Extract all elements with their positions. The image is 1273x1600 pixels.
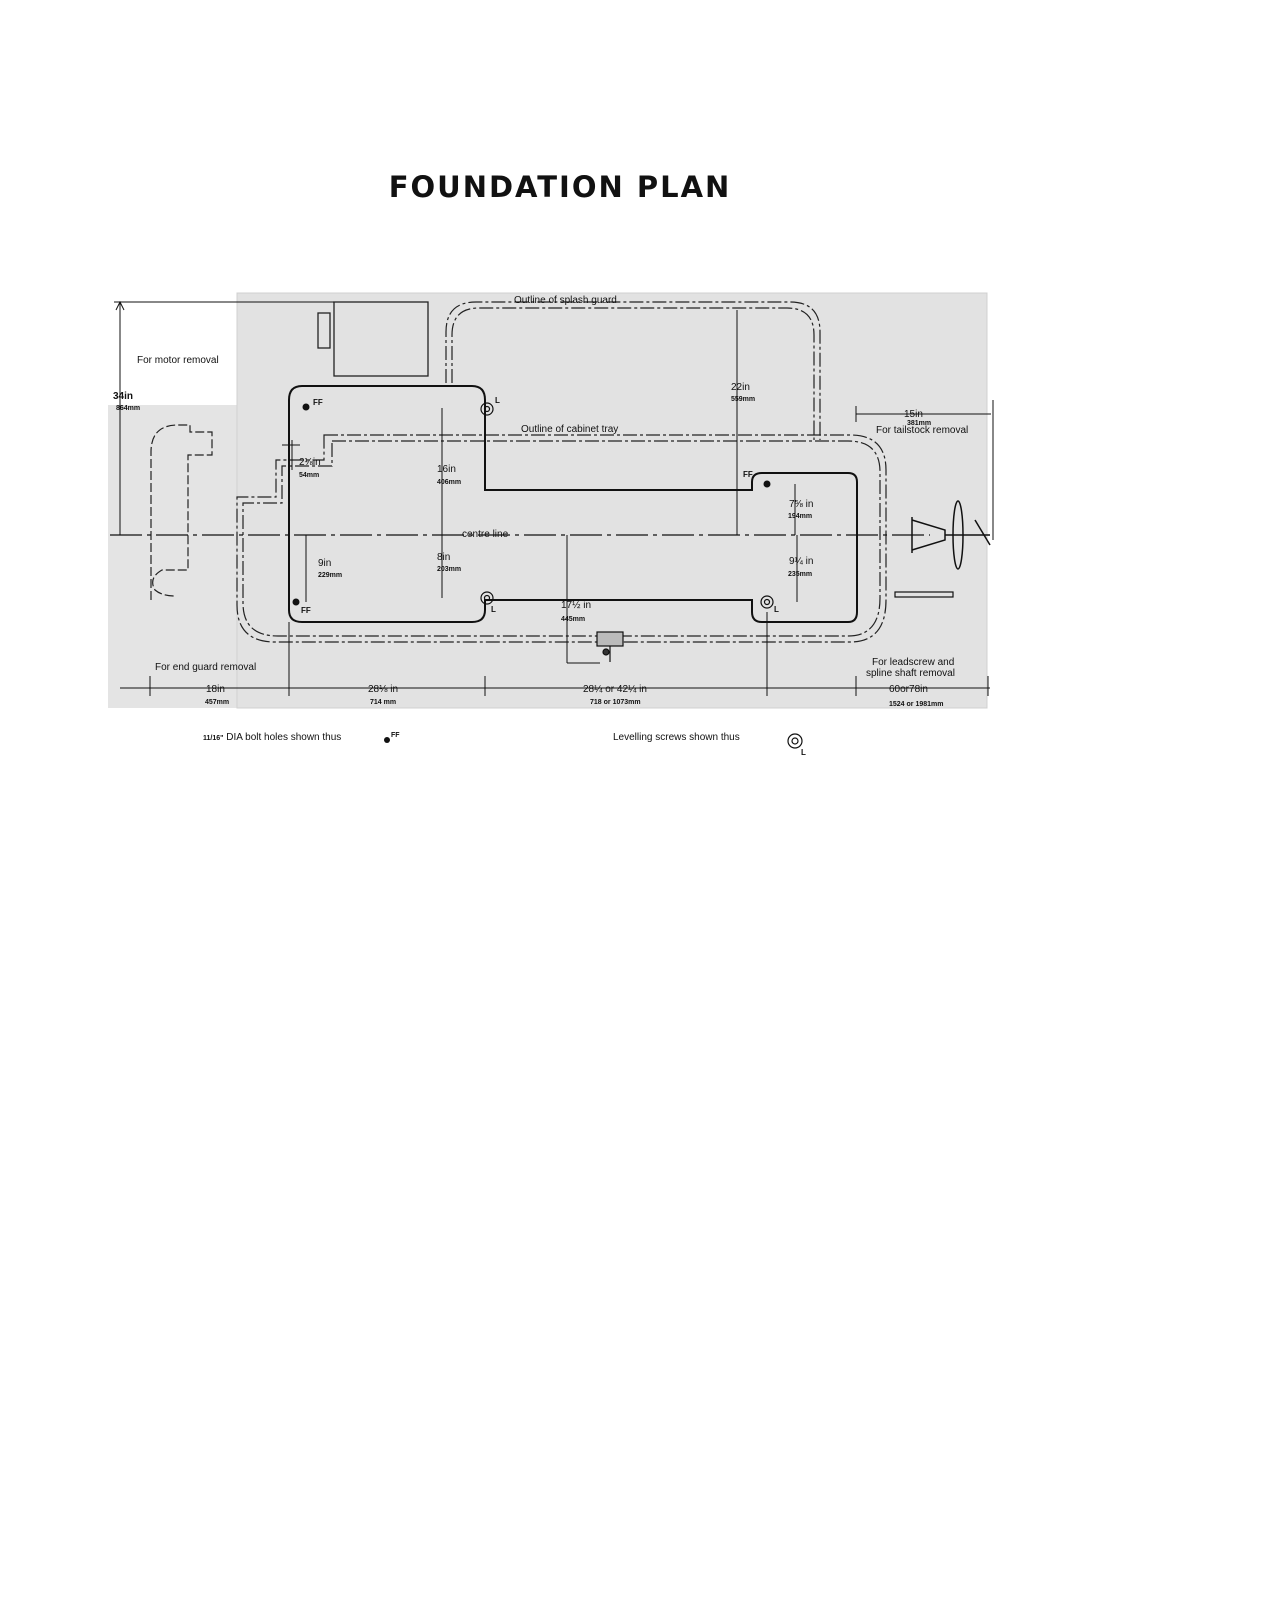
end-guard-outline: [150, 424, 213, 600]
dim-8-imperial: 8in: [437, 552, 450, 563]
ff-marker: FF: [313, 398, 323, 407]
dim-9b-metric: 235mm: [788, 571, 812, 578]
background-border: [236, 292, 988, 709]
dim-28b-metric: 718 or 1073mm: [590, 699, 641, 706]
dim-60-metric: 1524 or 1981mm: [889, 701, 943, 708]
dimension-lines: [114, 300, 991, 696]
ff-marker: FF: [301, 606, 311, 615]
coolant-pump-icon: [596, 631, 624, 662]
legend-l-marker: L: [801, 748, 806, 757]
page-title: FOUNDATION PLAN: [388, 170, 732, 204]
leadscrew-label-1: For leadscrew and: [872, 657, 954, 668]
legend-ff-marker: FF: [391, 732, 400, 739]
handwheel-icon: [911, 500, 991, 570]
dim-9b-imperial: 9¼ in: [789, 555, 813, 567]
foundation-plan-diagram: FF FF FF L L L: [108, 292, 994, 757]
dim-17-imperial: 17½ in: [561, 600, 591, 611]
background-page-left: [108, 405, 238, 708]
bolt-holes: [292, 403, 771, 606]
dim-16-imperial: 16in: [437, 464, 456, 475]
motor-outline: [333, 301, 429, 377]
dim-22-imperial: 22in: [731, 382, 750, 393]
bolt-hole-legend: 11/16" DIA bolt holes shown thus: [203, 732, 341, 743]
l-marker: L: [774, 605, 779, 614]
dim-22-metric: 559mm: [731, 396, 755, 403]
dim-7-metric: 194mm: [788, 513, 812, 520]
machine-footprint: [288, 385, 858, 623]
motor-removal-label: For motor removal: [137, 355, 219, 366]
dim-34-metric: 864mm: [116, 405, 140, 412]
motor-bracket: [317, 312, 331, 349]
dim-28a-metric: 714 mm: [370, 699, 396, 706]
leadscrew-label-2: spline shaft removal: [866, 668, 955, 679]
end-guard-removal-label: For end guard removal: [155, 662, 256, 673]
levelling-legend: Levelling screws shown thus: [613, 732, 740, 743]
leadscrew-bar: [894, 591, 954, 598]
l-marker: L: [495, 396, 500, 405]
bolt-hole-symbol: [384, 737, 390, 743]
centre-line-label: centre line: [462, 529, 509, 540]
dim-17-metric: 445mm: [561, 616, 585, 623]
cabinet-tray-label: Outline of cabinet tray: [521, 424, 618, 435]
dim-2-imperial: 2⅛in: [299, 457, 321, 468]
cabinet-tray-outline: [236, 434, 887, 643]
dim-60-imperial: 60or78in: [889, 684, 928, 695]
dim-28a-imperial: 28⅛ in: [368, 684, 398, 695]
dim-16-metric: 406mm: [437, 479, 461, 486]
tailstock-removal-label: For tailstock removal: [876, 425, 968, 436]
dim-7-imperial: 7⅝ in: [789, 499, 813, 510]
splash-guard-label: Outline of splash guard: [514, 295, 617, 306]
dim-34-imperial: 34in: [113, 391, 133, 402]
dim-18-metric: 457mm: [205, 699, 229, 706]
levelling-screws: [480, 402, 774, 609]
dim-15-imperial: 15in: [904, 409, 923, 420]
dim-18-imperial: 18in: [206, 684, 225, 695]
dim-9-metric: 229mm: [318, 572, 342, 579]
dim-15-metric: 381mm: [907, 420, 931, 427]
bolt-legend-text: DIA bolt holes shown thus: [226, 732, 342, 743]
splash-guard-outline: [445, 301, 821, 440]
dim-28b-imperial: 28¼ or 42¼ in: [583, 683, 647, 695]
bolt-fraction: 11/16": [203, 735, 224, 742]
l-marker: L: [491, 605, 496, 614]
ff-marker: FF: [743, 470, 753, 479]
dim-2-metric: 54mm: [299, 472, 319, 479]
dim-9-imperial: 9in: [318, 558, 331, 569]
dim-8-metric: 203mm: [437, 566, 461, 573]
levelling-legend-text: Levelling screws shown thus: [613, 732, 740, 743]
levelling-screw-symbol: [787, 733, 803, 749]
